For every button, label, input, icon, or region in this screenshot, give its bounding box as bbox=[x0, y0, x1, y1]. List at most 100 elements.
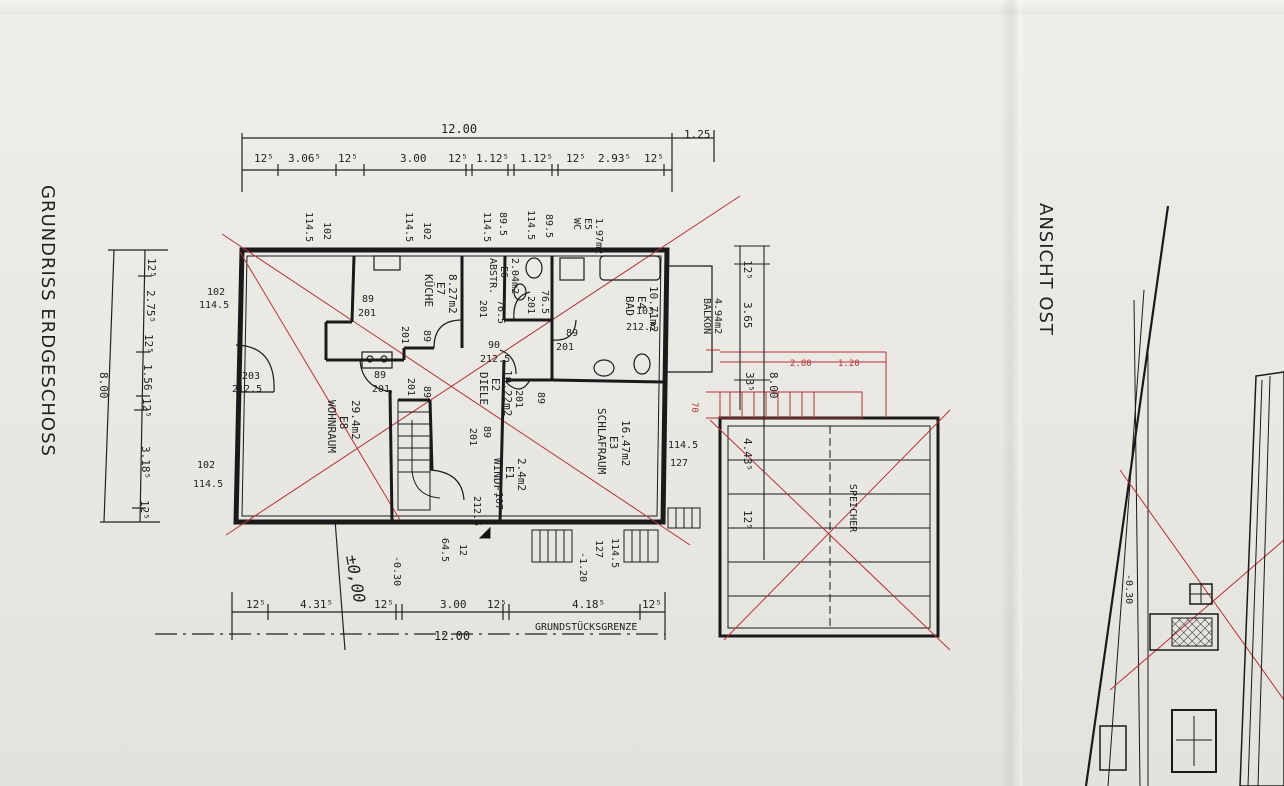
svg-text:89: 89 bbox=[362, 294, 374, 305]
svg-text:90: 90 bbox=[488, 340, 500, 351]
svg-text:E4: E4 bbox=[635, 296, 648, 310]
construction-diagonals bbox=[221, 195, 741, 546]
svg-text:201: 201 bbox=[405, 378, 416, 396]
level-marker-left: -0.30 bbox=[391, 556, 402, 586]
stair-dim-b: 1.20 bbox=[838, 359, 860, 369]
svg-text:10.71m2: 10.71m2 bbox=[647, 286, 660, 332]
svg-text:BAD: BAD bbox=[623, 296, 636, 316]
svg-text:102: 102 bbox=[421, 222, 432, 240]
svg-text:201: 201 bbox=[467, 428, 478, 446]
svg-text:WOHNRAUM: WOHNRAUM bbox=[325, 400, 338, 453]
left-seg-4: 1.56 bbox=[141, 364, 154, 391]
svg-text:212.5: 212.5 bbox=[232, 384, 262, 395]
svg-text:212.5: 212.5 bbox=[480, 354, 510, 365]
svg-text:89: 89 bbox=[535, 392, 546, 404]
svg-text:114.5: 114.5 bbox=[403, 212, 414, 242]
svg-text:201: 201 bbox=[556, 342, 574, 353]
bottom-seg-2: 4.31⁵ bbox=[300, 598, 333, 611]
top-seg-1: 12⁵ bbox=[254, 152, 274, 165]
svg-text:E1: E1 bbox=[503, 466, 516, 479]
svg-text:29.4m2: 29.4m2 bbox=[349, 400, 362, 440]
left-dimension-chain bbox=[100, 249, 168, 523]
svg-text:76.5: 76.5 bbox=[539, 290, 550, 314]
svg-text:212.5: 212.5 bbox=[626, 322, 656, 333]
top-seg-8: 12⁵ bbox=[566, 152, 586, 165]
svg-text:E6: E6 bbox=[498, 266, 509, 278]
svg-text:10.22m2: 10.22m2 bbox=[501, 370, 514, 416]
svg-text:114.5: 114.5 bbox=[481, 212, 492, 242]
svg-text:89.5: 89.5 bbox=[497, 212, 508, 236]
right-seg-3: 33⁵ bbox=[743, 372, 756, 392]
svg-text:76.5: 76.5 bbox=[495, 300, 506, 324]
svg-text:127: 127 bbox=[670, 458, 688, 469]
top-seg-3: 12⁵ bbox=[338, 152, 358, 165]
svg-text:114.5: 114.5 bbox=[193, 479, 223, 490]
svg-text:E8: E8 bbox=[337, 416, 350, 429]
level-marker-right: -0.30 bbox=[1123, 574, 1134, 604]
svg-text:127: 127 bbox=[593, 540, 604, 558]
bottom-seg-6: 4.18⁵ bbox=[572, 598, 605, 611]
svg-text:201: 201 bbox=[399, 326, 410, 344]
bottom-seg-3: 12⁵ bbox=[374, 598, 394, 611]
room-schlafraum: SCHLAFRAUM E3 16.47m2 bbox=[595, 408, 632, 475]
plan-title: GRUNDRISS ERDGESCHOSS bbox=[37, 185, 58, 457]
svg-text:12: 12 bbox=[457, 544, 468, 556]
right-segment-labels: 12⁵ 3.65 33⁵ 8.00 4.43⁵ 12⁵ bbox=[741, 260, 780, 530]
east-elevation bbox=[1084, 205, 1284, 786]
bottom-segment-labels: 12⁵ 4.31⁵ 12⁵ 3.00 12⁵ 4.18⁵ 12⁵ bbox=[246, 598, 662, 611]
top-dimension-chain bbox=[241, 130, 715, 192]
svg-text:89: 89 bbox=[374, 370, 386, 381]
svg-text:BALKON: BALKON bbox=[701, 298, 712, 334]
top-seg-9: 2.93⁵ bbox=[598, 152, 631, 165]
svg-text:102: 102 bbox=[321, 222, 332, 240]
top-overall-dim: 12.00 bbox=[441, 122, 477, 136]
left-seg-7: 12⁵ bbox=[138, 500, 151, 520]
top-seg-5: 12⁵ bbox=[448, 152, 468, 165]
bottom-dimension-chain bbox=[155, 519, 666, 651]
svg-text:64.5: 64.5 bbox=[439, 538, 450, 562]
svg-text:107: 107 bbox=[493, 492, 504, 510]
left-seg-1: 12⁵ bbox=[145, 258, 158, 278]
paper-fold-vertical bbox=[1000, 0, 1022, 786]
svg-text:114.5: 114.5 bbox=[609, 538, 620, 568]
svg-text:SCHLAFRAUM: SCHLAFRAUM bbox=[595, 408, 608, 475]
room-abstr: ABSTR. E6 2.04m2 bbox=[487, 258, 520, 294]
bottom-seg-5: 12⁵ bbox=[487, 598, 507, 611]
svg-text:WC: WC bbox=[571, 218, 582, 230]
left-seg-3: 12⁵ bbox=[142, 334, 155, 354]
hall-stair bbox=[397, 399, 441, 511]
right-seg-2: 3.65 bbox=[741, 302, 754, 329]
room-wc: WC E5 1.97m2 bbox=[571, 218, 604, 254]
left-seg-2: 2.75⁵ bbox=[144, 290, 157, 323]
left-overall-dim: 8.00 bbox=[97, 372, 110, 399]
svg-text:E7: E7 bbox=[434, 282, 447, 295]
top-segment-labels: 12⁵ 3.06⁵ 12⁵ 3.00 12⁵ 1.12⁵ 1.12⁵ 12⁵ 2… bbox=[254, 152, 664, 165]
svg-text:4.94m2: 4.94m2 bbox=[712, 298, 723, 334]
svg-text:201: 201 bbox=[372, 384, 390, 395]
svg-text:201: 201 bbox=[513, 390, 524, 408]
top-seg-2: 3.06⁵ bbox=[288, 152, 321, 165]
svg-text:102: 102 bbox=[197, 460, 215, 471]
svg-text:E3: E3 bbox=[607, 436, 620, 449]
svg-text:114.5: 114.5 bbox=[199, 300, 229, 311]
room-labels: WOHNRAUM E8 29.4m2 KÜCHE E7 8.27m2 ABSTR… bbox=[325, 218, 858, 533]
property-boundary-label: GRUNDSTÜCKSGRENZE bbox=[535, 620, 637, 633]
left-seg-5: 12⁵ bbox=[140, 398, 153, 418]
right-seg-4: 8.00 bbox=[767, 372, 780, 399]
top-seg-4: 3.00 bbox=[400, 152, 427, 165]
svg-text:203: 203 bbox=[242, 371, 260, 382]
svg-text:WINDF.: WINDF. bbox=[491, 458, 504, 498]
svg-text:102: 102 bbox=[207, 287, 225, 298]
svg-text:89: 89 bbox=[481, 426, 492, 438]
right-seg-6: 12⁵ bbox=[741, 510, 754, 530]
svg-text:89: 89 bbox=[566, 328, 578, 339]
storage-stair bbox=[706, 349, 951, 651]
porch-steps bbox=[478, 507, 701, 563]
svg-text:KÜCHE: KÜCHE bbox=[422, 274, 435, 307]
bottom-overall-dim: 12.00 bbox=[434, 629, 470, 643]
svg-text:114.5: 114.5 bbox=[668, 440, 698, 451]
balcony bbox=[667, 265, 713, 373]
svg-text:212.5: 212.5 bbox=[471, 496, 482, 526]
top-seg-7: 1.12⁵ bbox=[520, 152, 553, 165]
